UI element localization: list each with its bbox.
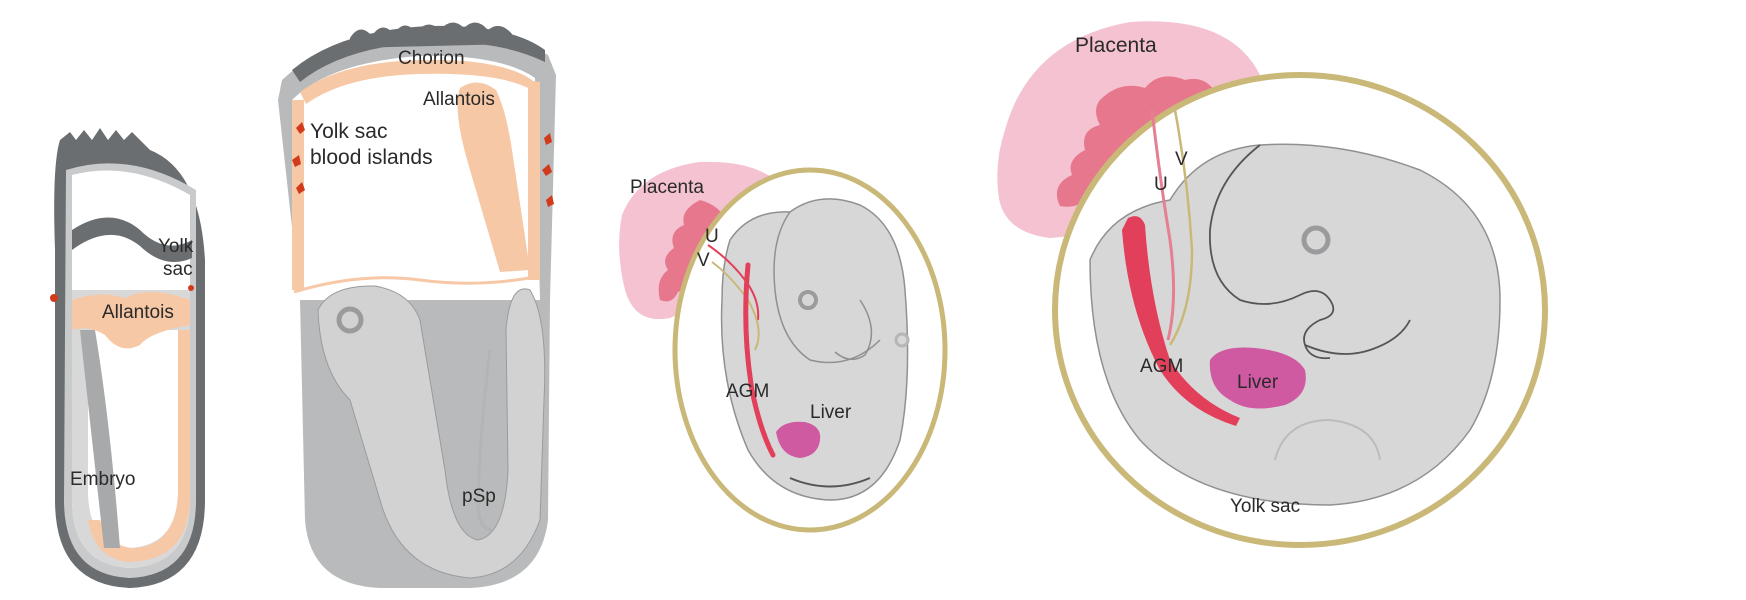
panel-1-label-allantois: Allantois: [102, 302, 174, 323]
panel-3-label-placenta: Placenta: [630, 177, 704, 198]
panel-2-label-allantois: Allantois: [423, 89, 495, 110]
panel-4-label-agm: AGM: [1140, 356, 1183, 377]
panel-2-yolk-sac-stage: Chorion Allantois Yolk sac blood islands…: [278, 22, 556, 588]
panel-4-label-placenta: Placenta: [1075, 34, 1157, 57]
panel-4-label-u: U: [1154, 174, 1168, 195]
panel-2-label-chorion: Chorion: [398, 48, 465, 69]
panel-2-label-psp: pSp: [462, 486, 496, 507]
panel-3-label-u: U: [705, 226, 719, 247]
panel-1-label-yolk: Yolk: [158, 236, 194, 257]
panel-1-blood-island-right: [188, 285, 194, 291]
panel-1-early-conceptus: Yolk sac Allantois Embryo: [50, 128, 205, 588]
panel-4-label-yolk-sac: Yolk sac: [1230, 496, 1300, 517]
panel-4-label-liver: Liver: [1237, 372, 1279, 393]
panel-1-label-embryo: Embryo: [70, 469, 135, 490]
panel-3-label-agm: AGM: [726, 381, 769, 402]
panel-3-label-liver: Liver: [810, 402, 852, 423]
panel-2-chorion-bumps: [350, 22, 512, 48]
panel-2-right-lining: [528, 80, 540, 280]
panel-1-label-sac: sac: [163, 259, 193, 280]
panel-2-label-blood-islands: blood islands: [310, 146, 433, 169]
panel-4-late-gestation: Placenta U V AGM Liver Yolk sac: [997, 21, 1545, 545]
panel-3-mid-gestation: Placenta U V AGM Liver: [619, 162, 945, 530]
panel-1-blood-island-left: [50, 294, 58, 302]
panel-3-label-v: V: [697, 250, 710, 271]
panel-2-label-yolk-sac: Yolk sac: [310, 120, 387, 143]
panel-4-label-v: V: [1175, 149, 1188, 170]
